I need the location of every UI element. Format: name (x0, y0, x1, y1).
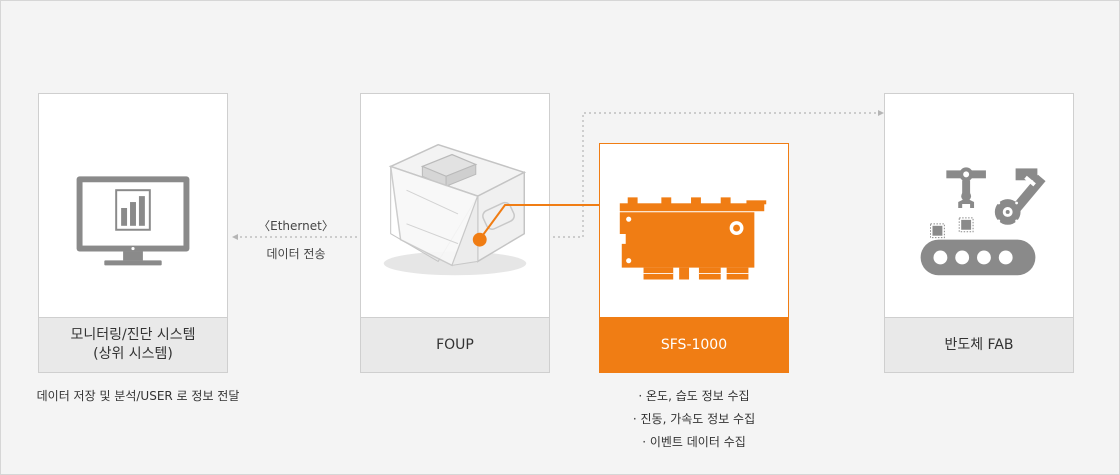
monitoring-system-title: 모니터링/진단 시스템 (70, 327, 196, 343)
sfs-feature-item: · 온도, 습도 정보 수집 (638, 389, 750, 403)
semiconductor-fab-label: 반도체 FAB (885, 317, 1073, 372)
arrowhead-to-fab (878, 110, 884, 116)
sfs-feature-item: · 이벤트 데이터 수집 (642, 435, 746, 449)
monitoring-system-card: 모니터링/진단 시스템 (상위 시스템) (38, 93, 228, 373)
sfs-feature-list: · 온도, 습도 정보 수집 · 진동, 가속도 정보 수집 · 이벤트 데이터… (599, 385, 789, 454)
dotted-connector-to-fab (553, 112, 880, 238)
sfs-1000-title: SFS-1000 (660, 336, 728, 353)
sfs-1000-card: SFS-1000 (599, 143, 789, 373)
semiconductor-fab-card: 반도체 FAB (884, 93, 1074, 373)
foup-card: FOUP (360, 93, 550, 373)
foup-title: FOUP (436, 336, 474, 353)
sensor-board-icon (619, 197, 767, 280)
ethernet-label: 〈Ethernet〉 (258, 219, 334, 233)
foup-label: FOUP (361, 317, 549, 372)
sfs-feature-item: · 진동, 가속도 정보 수집 (632, 412, 756, 426)
monitor-caption: 데이터 저장 및 분석/USER 로 정보 전달 (36, 389, 240, 403)
semiconductor-fab-title: 반도체 FAB (944, 336, 1014, 353)
monitor-chart-icon (76, 176, 190, 266)
arrowhead-to-monitor (232, 234, 238, 240)
monitoring-system-label: 모니터링/진단 시스템 (상위 시스템) (39, 317, 227, 372)
sfs-1000-label: SFS-1000 (600, 317, 788, 372)
foup-container-icon (383, 143, 527, 276)
robot-arm-conveyor-icon (920, 167, 1046, 276)
data-transfer-label: 데이터 전송 (266, 247, 326, 261)
sensor-link-line (479, 204, 599, 240)
monitoring-system-subtitle: (상위 시스템) (93, 346, 173, 362)
